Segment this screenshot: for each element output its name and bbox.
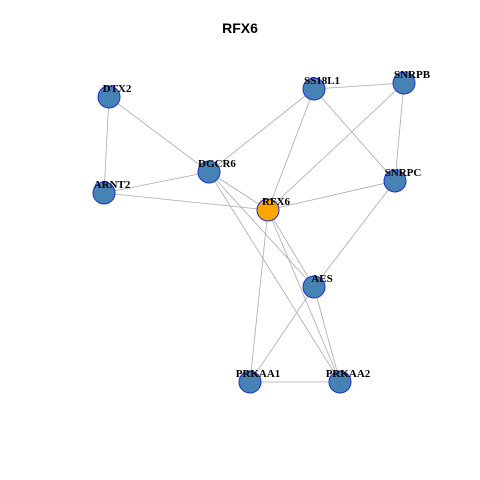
edge-dtx2-arnt2 xyxy=(103,96,110,194)
edge-ss18l1-rfx6 xyxy=(267,88,315,211)
node-circle[interactable] xyxy=(97,85,121,109)
node-dgcr6[interactable]: DGCR6 xyxy=(197,158,236,184)
edge-snrpb-rfx6 xyxy=(267,82,405,211)
edge-snrpc-rfx6 xyxy=(267,180,396,211)
node-circle[interactable] xyxy=(383,169,407,193)
edge-arnt2-dgcr6 xyxy=(103,171,210,194)
edge-rfx6-aes xyxy=(267,209,315,288)
node-prkaa1[interactable]: PRKAA1 xyxy=(236,368,281,394)
edge-rfx6-prkaa2 xyxy=(267,209,341,383)
edge-ss18l1-snrpc xyxy=(313,88,396,182)
edge-snrpb-snrpc xyxy=(394,82,405,182)
edge-snrpc-aes xyxy=(313,180,396,288)
node-snrpb[interactable]: SNRPB xyxy=(392,69,431,95)
edge-rfx6-prkaa1 xyxy=(249,209,269,383)
node-circle[interactable] xyxy=(302,275,326,299)
node-circle[interactable] xyxy=(256,198,280,222)
edge-dgcr6-prkaa2 xyxy=(208,171,341,383)
edge-arnt2-rfx6 xyxy=(103,192,269,211)
node-snrpc[interactable]: SNRPC xyxy=(383,167,422,193)
edge-layer xyxy=(103,82,405,383)
node-label: DGCR6 xyxy=(198,158,236,170)
node-label: AES xyxy=(311,273,332,285)
node-ss18l1[interactable]: SS18L1 xyxy=(302,75,340,101)
node-label: SNRPB xyxy=(394,69,431,81)
edge-dtx2-dgcr6 xyxy=(108,96,210,173)
edge-dgcr6-rfx6 xyxy=(208,171,269,211)
edge-aes-prkaa1 xyxy=(249,286,315,383)
edge-dgcr6-ss18l1 xyxy=(208,88,315,173)
graph-title: RFX6 xyxy=(222,20,258,36)
node-label: SNRPC xyxy=(385,167,422,179)
node-arnt2[interactable]: ARNT2 xyxy=(92,179,131,205)
node-circle[interactable] xyxy=(92,181,116,205)
node-circle[interactable] xyxy=(392,71,416,95)
node-label: RFX6 xyxy=(262,196,291,208)
node-label: ARNT2 xyxy=(94,179,131,191)
node-label: PRKAA1 xyxy=(236,368,281,380)
edge-aes-prkaa2 xyxy=(313,286,341,383)
node-circle[interactable] xyxy=(328,370,352,394)
edge-ss18l1-snrpb xyxy=(313,82,405,90)
node-label: DTX2 xyxy=(103,83,132,95)
node-dtx2[interactable]: DTX2 xyxy=(97,83,132,109)
node-label: SS18L1 xyxy=(304,75,340,87)
node-rfx6[interactable]: RFX6 xyxy=(256,196,291,222)
node-circle[interactable] xyxy=(197,160,221,184)
node-circle[interactable] xyxy=(302,77,326,101)
edge-dgcr6-aes xyxy=(208,171,315,288)
node-aes[interactable]: AES xyxy=(302,273,333,299)
node-circle[interactable] xyxy=(238,370,262,394)
node-prkaa2[interactable]: PRKAA2 xyxy=(326,368,371,394)
node-label: PRKAA2 xyxy=(326,368,371,380)
